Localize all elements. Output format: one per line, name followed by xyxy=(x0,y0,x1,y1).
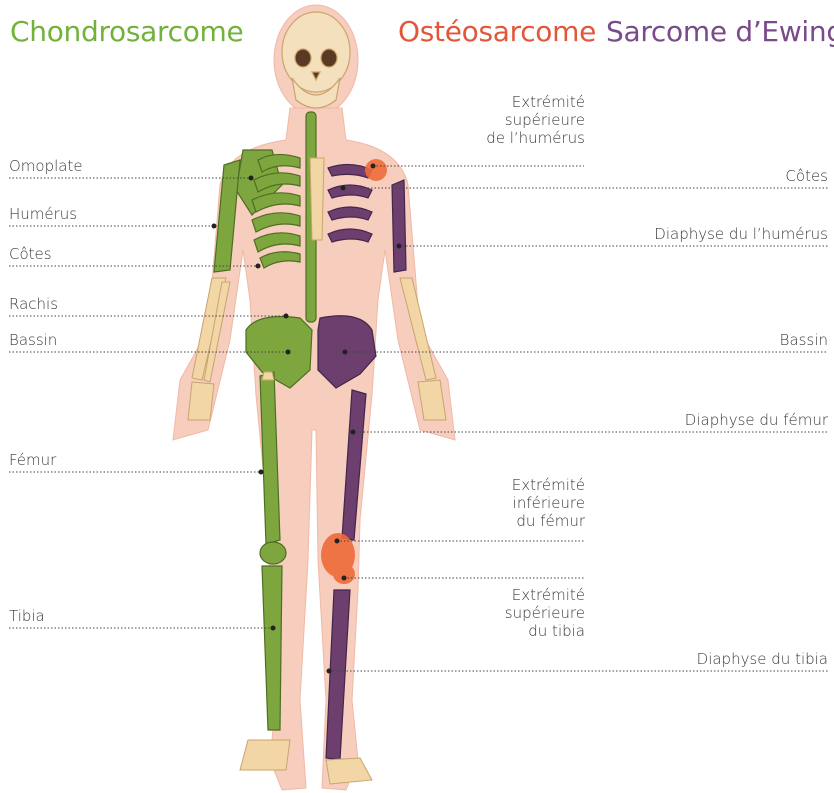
label-line: supérieure xyxy=(486,111,585,129)
label-diaphyse-humerus: Diaphyse du l’humérus xyxy=(654,225,828,243)
label-omoplate: Omoplate xyxy=(9,157,83,175)
label-line: Extrémité xyxy=(486,93,585,111)
label-line: du fémur xyxy=(512,512,585,530)
label-ext-inf-femur: Extrémité inférieure du fémur xyxy=(512,476,585,530)
label-rachis: Rachis xyxy=(9,295,58,313)
label-line: Extrémité xyxy=(512,476,585,494)
label-line: inférieure xyxy=(512,494,585,512)
title-chondrosarcome: Chondrosarcome xyxy=(10,18,243,46)
label-tibia: Tibia xyxy=(9,607,45,625)
title-osteosarcome: Ostéosarcome xyxy=(398,18,596,46)
label-diaphyse-tibia: Diaphyse du tibia xyxy=(697,650,828,668)
label-line: Extrémité xyxy=(505,586,585,604)
label-bassin-right: Bassin xyxy=(780,331,828,349)
label-femur: Fémur xyxy=(9,451,56,469)
label-ext-sup-humerus: Extrémité supérieure de l’humérus xyxy=(486,93,585,147)
label-bassin-left: Bassin xyxy=(9,331,57,349)
label-line: supérieure xyxy=(505,604,585,622)
label-line: du tibia xyxy=(505,622,585,640)
label-cotes-left: Côtes xyxy=(9,245,52,263)
label-diaphyse-femur: Diaphyse du fémur xyxy=(685,411,828,429)
title-ewing-sarcoma: Sarcome d’Ewing xyxy=(606,18,834,46)
label-line: de l’humérus xyxy=(486,129,585,147)
label-humerus: Humérus xyxy=(9,205,77,223)
label-cotes-right: Côtes xyxy=(785,167,828,185)
sternum xyxy=(310,158,324,240)
label-ext-sup-tibia: Extrémité supérieure du tibia xyxy=(505,586,585,640)
